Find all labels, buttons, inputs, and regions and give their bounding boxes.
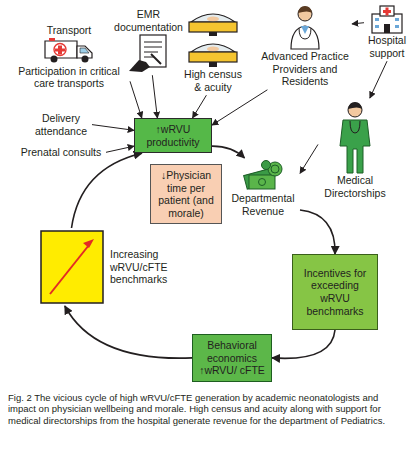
hospital-item: Hospital support bbox=[364, 2, 410, 61]
input-arrow bbox=[92, 125, 134, 131]
input-arrow bbox=[352, 23, 364, 24]
behavior-box: Behavioral economics↑wRVU/ cFTE bbox=[192, 334, 272, 382]
cycle-arrow bbox=[212, 146, 245, 158]
input-arrow bbox=[212, 90, 267, 125]
emr-item: EMR documentation bbox=[110, 6, 187, 75]
input-arrow bbox=[370, 61, 387, 98]
input-label: Prenatal consults bbox=[16, 144, 106, 161]
node-text: Prenatal consults bbox=[21, 146, 102, 159]
node-text: High census & acuity bbox=[182, 68, 244, 93]
node-text: Behavioral economics bbox=[198, 339, 266, 364]
input-label: Delivery attendance bbox=[30, 110, 92, 139]
rising-arrow-square bbox=[40, 230, 104, 304]
input-arrow bbox=[300, 144, 318, 173]
node-text: Delivery attendance bbox=[32, 112, 90, 137]
cycle-arrow bbox=[72, 153, 142, 228]
incentive-box: Incentives for exceeding wRVU benchmarks bbox=[292, 254, 378, 330]
node-text: EMR documentation bbox=[112, 8, 185, 33]
node-text: Advanced Practice Providers and Resident… bbox=[260, 50, 350, 88]
input-arrow bbox=[193, 95, 207, 118]
node-subtext: Participation in critical care transport… bbox=[10, 65, 128, 90]
input-arrow bbox=[106, 146, 134, 152]
node-text: Hospital support bbox=[366, 34, 408, 59]
cycle-arrow bbox=[65, 306, 192, 358]
hospital-icon bbox=[369, 4, 405, 34]
ambulance-icon bbox=[43, 37, 95, 65]
node-subtext: ↑wRVU/ cFTE bbox=[199, 364, 265, 377]
clinician-icon bbox=[285, 4, 325, 50]
input-arrow bbox=[152, 75, 157, 118]
document-icon bbox=[126, 33, 172, 73]
node-text: Incentives for exceeding wRVU benchmarks bbox=[298, 267, 372, 317]
cycle-arrow bbox=[272, 330, 335, 358]
incubator-icon bbox=[185, 6, 241, 68]
census-item: High census & acuity bbox=[180, 4, 246, 95]
figure-caption: Fig. 2 The vicious cycle of high wRVU/cF… bbox=[8, 392, 404, 426]
director-icon bbox=[337, 100, 373, 174]
morale-box: ↓Physician time per patient (and morale) bbox=[150, 164, 222, 224]
provider-item: Advanced Practice Providers and Resident… bbox=[258, 2, 352, 90]
revenue-item: Departmental Revenue bbox=[226, 158, 300, 219]
node-text: Transport bbox=[47, 24, 92, 37]
benchmark-item: Increasing wRVU/cFTE benchmarks bbox=[38, 228, 172, 306]
money-icon bbox=[241, 160, 285, 192]
input-arrow bbox=[130, 81, 142, 118]
productivity-box: ↑wRVU productivity bbox=[134, 118, 212, 153]
node-text: Medical Directorships bbox=[320, 174, 390, 199]
node-text: ↑wRVU productivity bbox=[140, 123, 206, 148]
node-text: ↓Physician time per patient (and morale) bbox=[156, 169, 216, 219]
cycle-arrow bbox=[300, 210, 335, 254]
transport-item: Transport Participation in critical care… bbox=[8, 22, 130, 92]
node-text: Increasing wRVU/cFTE benchmarks bbox=[110, 248, 170, 286]
director-item: Medical Directorships bbox=[318, 98, 392, 201]
node-text: Departmental Revenue bbox=[228, 192, 298, 217]
